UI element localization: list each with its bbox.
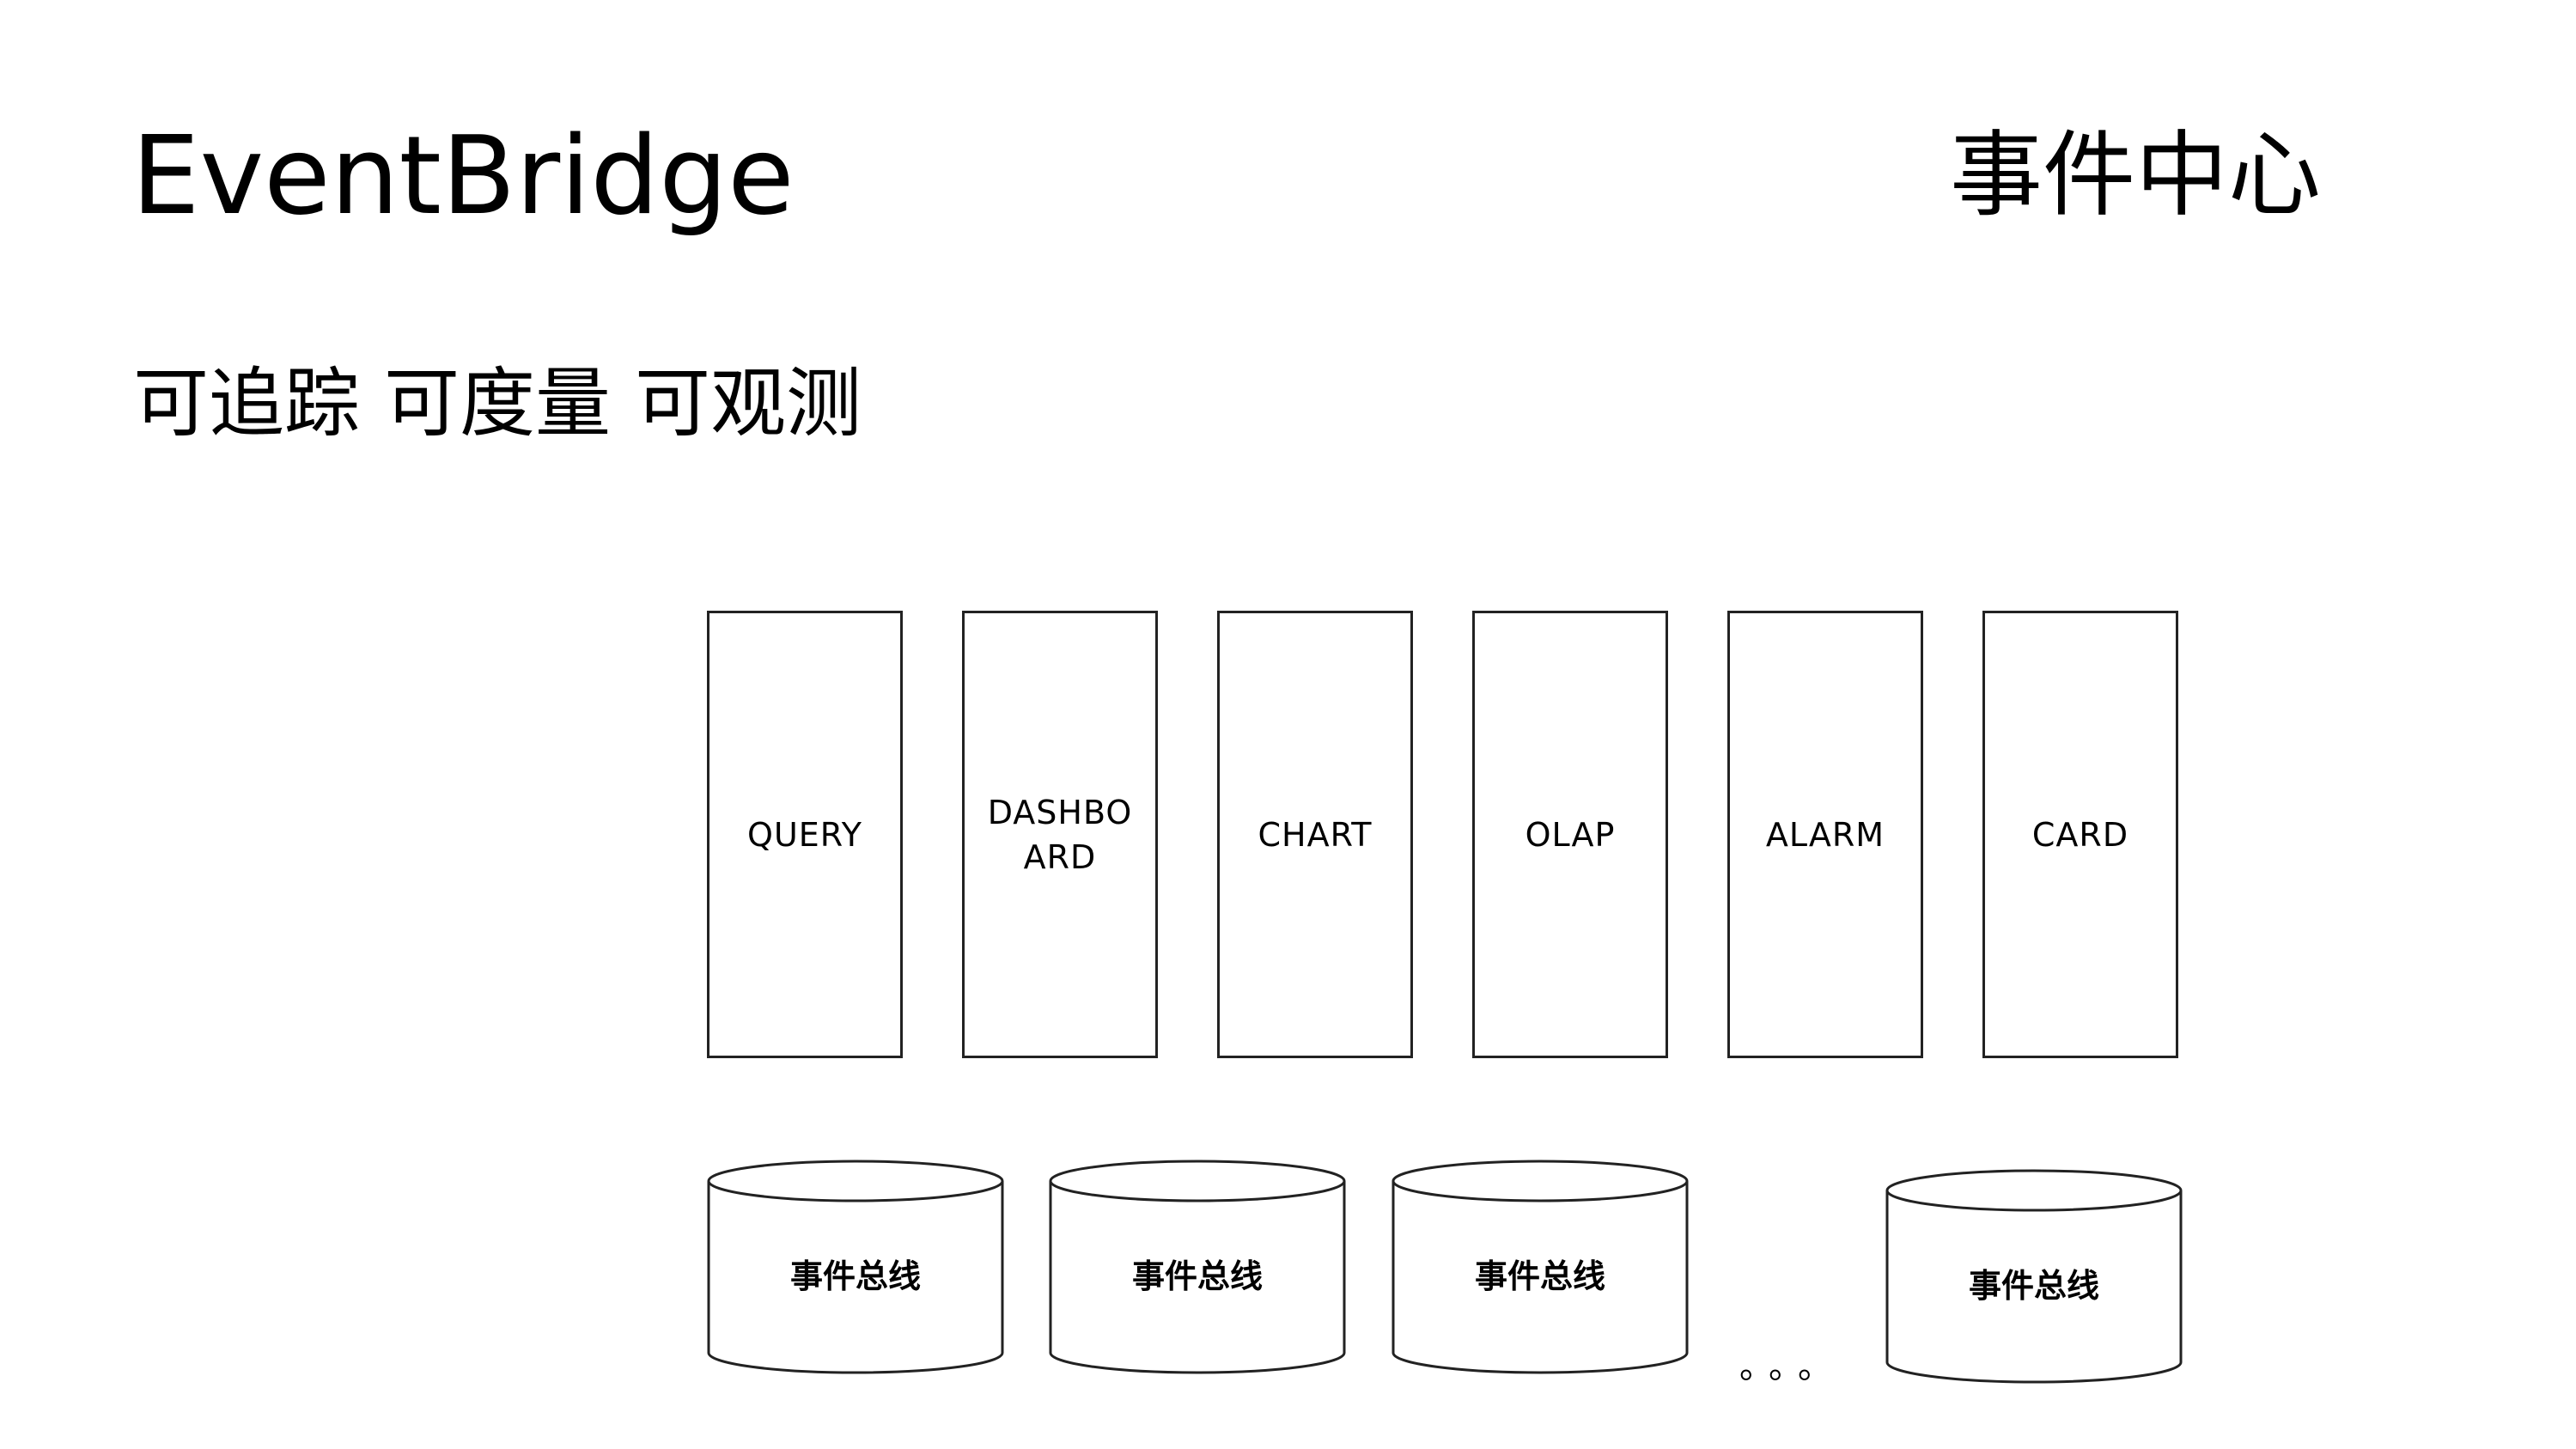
module-chart: CHART bbox=[1217, 611, 1413, 1058]
module-alarm: ALARM bbox=[1727, 611, 1923, 1058]
module-label: CARD bbox=[2031, 815, 2129, 854]
event-bus-cylinder-3: 事件总线 bbox=[1392, 1160, 1689, 1374]
ellipsis-more: 。。。 bbox=[1739, 1347, 1844, 1386]
event-bus-label: 事件总线 bbox=[1131, 1257, 1263, 1295]
module-label: CHART bbox=[1258, 815, 1373, 854]
event-bus-cylinder-2: 事件总线 bbox=[1049, 1160, 1346, 1374]
database-icon bbox=[1392, 1160, 1689, 1374]
event-bus-label: 事件总线 bbox=[1968, 1267, 2099, 1305]
database-icon bbox=[1049, 1160, 1346, 1374]
event-bus-label: 事件总线 bbox=[789, 1257, 921, 1295]
module-card: CARD bbox=[1982, 611, 2178, 1058]
module-query: QUERY bbox=[707, 611, 903, 1058]
page-subtitle: 可追踪 可度量 可观测 bbox=[133, 359, 862, 447]
module-label: DASHBOARD bbox=[987, 793, 1133, 876]
page-title: EventBridge bbox=[131, 113, 795, 239]
database-icon bbox=[707, 1160, 1004, 1374]
module-olap: OLAP bbox=[1472, 611, 1668, 1058]
module-label: OLAP bbox=[1525, 815, 1616, 854]
event-center-title: 事件中心 bbox=[1950, 122, 2322, 229]
database-icon bbox=[1885, 1169, 2183, 1384]
event-bus-label: 事件总线 bbox=[1474, 1257, 1605, 1295]
event-bus-cylinder-1: 事件总线 bbox=[707, 1160, 1004, 1374]
event-bus-cylinder-4: 事件总线 bbox=[1885, 1169, 2183, 1384]
module-dashboard: DASHBOARD bbox=[962, 611, 1158, 1058]
module-label: QUERY bbox=[747, 815, 862, 854]
module-label: ALARM bbox=[1765, 815, 1885, 854]
